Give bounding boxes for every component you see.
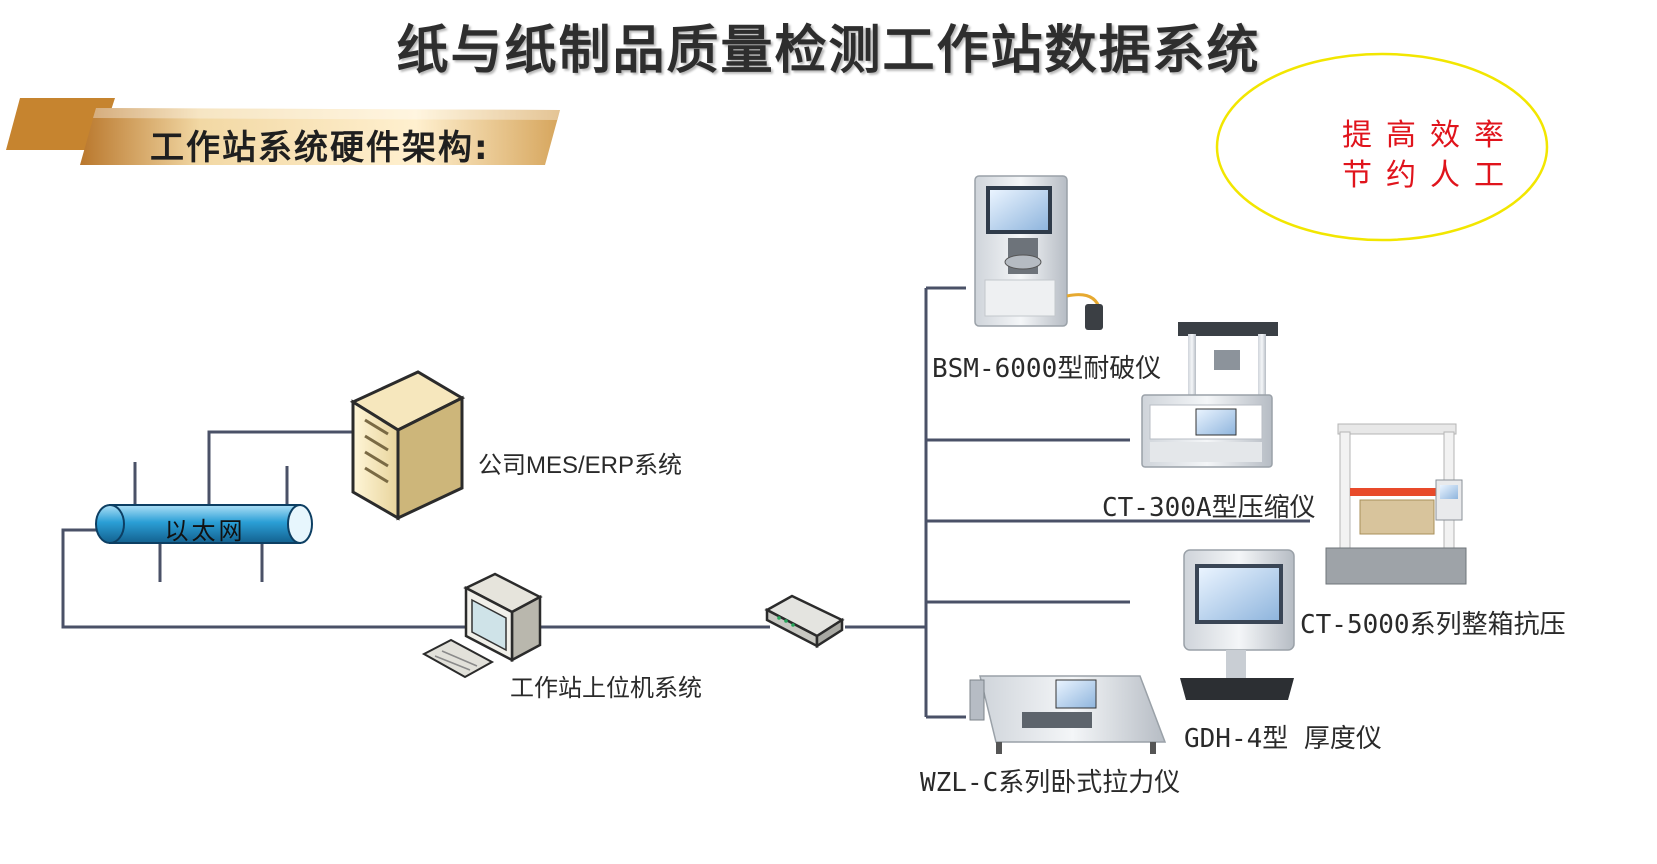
carton-compression-tester-image [1325, 423, 1467, 585]
network-lines [61, 286, 1310, 719]
instrument-label-bsm6000: BSM-6000型耐破仪 [932, 354, 1162, 384]
ethernet-pipe [95, 504, 313, 544]
ethernet-label: 以太网 [164, 517, 246, 545]
workstation-label: 工作站上位机系统 [510, 675, 702, 702]
server-label: 公司MES/ERP系统 [478, 452, 683, 479]
burst-tester-image [974, 175, 1103, 330]
instrument-label-ct5000: CT-5000系列整箱抗压 [1300, 610, 1566, 640]
instrument-label-gdh4: GDH-4型 厚度仪 [1184, 724, 1382, 754]
slogan-line-1: 提高效率 [1342, 118, 1518, 153]
section-banner [6, 98, 560, 165]
slogan-line-2: 节约人工 [1342, 158, 1518, 193]
server-icon [349, 370, 466, 521]
tensile-tester-image [969, 675, 1167, 754]
instrument-label-wzlc: WZL-C系列卧式拉力仪 [920, 768, 1181, 798]
instrument-label-ct300a: CT-300A型压缩仪 [1102, 493, 1316, 523]
workstation-icon [421, 572, 543, 679]
network-switch-icon [764, 594, 845, 649]
page-title: 纸与纸制品质量检测工作站数据系统 [396, 21, 1261, 81]
compression-tester-image [1141, 322, 1278, 468]
section-banner-label: 工作站系统硬件架构: [150, 128, 490, 168]
slogan-ellipse [1215, 52, 1549, 242]
thickness-gauge-image [1180, 549, 1295, 700]
